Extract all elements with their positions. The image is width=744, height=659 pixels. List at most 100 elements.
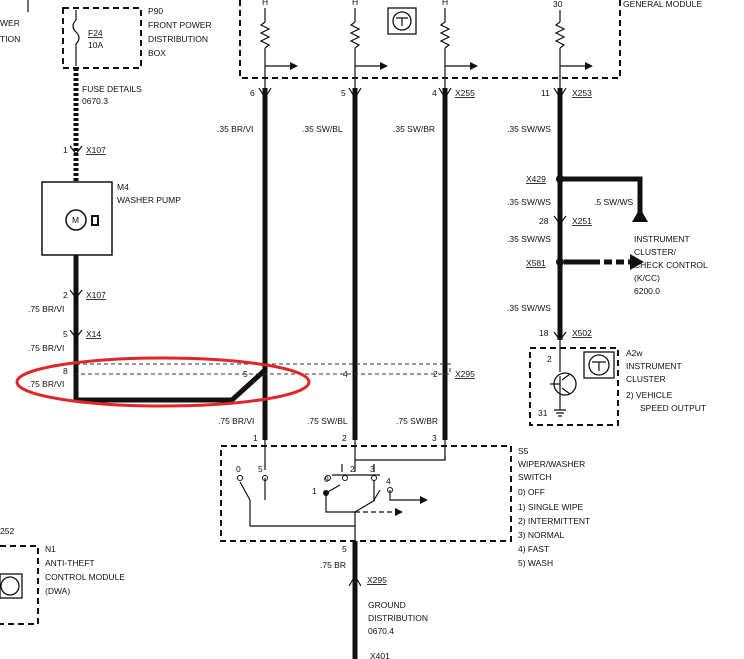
wire-label-35-swbl: .35 SW/BL bbox=[302, 124, 343, 134]
fuse-ref-label: 0670.3 bbox=[82, 96, 108, 106]
x502-connector: X502 bbox=[572, 328, 592, 338]
fuse-details-label: FUSE DETAILS bbox=[82, 84, 142, 94]
switch-pin-3: 3 bbox=[432, 433, 437, 443]
s5-option-1: 1) SINGLE WIPE bbox=[518, 502, 584, 512]
pin-5-bottom: 5 bbox=[342, 544, 347, 554]
s5-option-0: 0) OFF bbox=[518, 487, 545, 497]
wires-main bbox=[258, 87, 567, 440]
x14-connector: X14 bbox=[86, 329, 101, 339]
pin-8: 8 bbox=[63, 366, 68, 376]
pin-18: 18 bbox=[539, 328, 549, 338]
a2w-label-1: INSTRUMENT bbox=[626, 361, 682, 371]
x581-connector: X581 bbox=[526, 258, 546, 268]
wire-label-35-swws-2: .35 SW/WS bbox=[507, 197, 551, 207]
pin-28: 28 bbox=[539, 216, 549, 226]
x251-connector: X251 bbox=[572, 216, 592, 226]
a2w-label: A2w bbox=[626, 348, 643, 358]
pin-2-x107: 2 bbox=[63, 290, 68, 300]
x295-bottom-connector: X295 bbox=[367, 575, 387, 585]
pin-h1: H bbox=[262, 0, 268, 7]
m4-label: M4 bbox=[117, 182, 129, 192]
ground-label-3: 0670.4 bbox=[368, 626, 394, 636]
a2w-cluster-box bbox=[529, 340, 619, 426]
washer-pump-label: WASHER PUMP bbox=[117, 195, 181, 205]
n1-label: N1 bbox=[45, 544, 56, 554]
instrument-cluster-label-3: CHECK CONTROL bbox=[634, 260, 708, 270]
s5-title-1: WIPER/WASHER bbox=[518, 459, 585, 469]
top-left-fragment-2: TION bbox=[0, 34, 20, 44]
ground-label-2: DISTRIBUTION bbox=[368, 613, 428, 623]
switch-pos-3: 3 bbox=[370, 464, 375, 474]
wire-label-75-br: .75 BR bbox=[320, 560, 346, 570]
ground-wire bbox=[348, 541, 362, 659]
general-module-internals bbox=[259, 7, 593, 90]
x255-connector: X255 bbox=[455, 88, 475, 98]
front-power-label: FRONT POWER bbox=[148, 20, 212, 30]
wire-label-75-swbl: .75 SW/BL bbox=[307, 416, 348, 426]
washer-pump-m4 bbox=[41, 181, 113, 256]
left-wire bbox=[69, 68, 267, 403]
pin-2-mid: 2 bbox=[433, 369, 438, 379]
pin-6: 6 bbox=[250, 88, 255, 98]
pin-4-top: 4 bbox=[432, 88, 437, 98]
pin-30: 30 bbox=[553, 0, 563, 9]
partial-label-252: 252 bbox=[0, 526, 14, 536]
s5-option-5: 5) WASH bbox=[518, 558, 553, 568]
x107-bottom-connector: X107 bbox=[86, 290, 106, 300]
switch-pos-2: 2 bbox=[350, 464, 355, 474]
a2w-label-4: SPEED OUTPUT bbox=[640, 403, 706, 413]
wire-label-75-swbr: .75 SW/BR bbox=[396, 416, 438, 426]
wire-label-35-swbr: .35 SW/BR bbox=[393, 124, 435, 134]
x429-connector: X429 bbox=[526, 174, 546, 184]
wire-label-35-brvi: .35 BR/VI bbox=[217, 124, 253, 134]
box-label: BOX bbox=[148, 48, 166, 58]
n1-title-2: CONTROL MODULE bbox=[45, 572, 125, 582]
pin-h3: H bbox=[442, 0, 448, 7]
wire-label-35-swws-4: .35 SW/WS bbox=[507, 303, 551, 313]
distribution-label: DISTRIBUTION bbox=[148, 34, 208, 44]
switch-pos-1: 1 bbox=[312, 486, 317, 496]
instrument-cluster-label-1: INSTRUMENT bbox=[634, 234, 690, 244]
ground-label-1: GROUND bbox=[368, 600, 406, 610]
x107-top-connector: X107 bbox=[86, 145, 106, 155]
wire-label-35-swws-3: .35 SW/WS bbox=[507, 234, 551, 244]
instrument-cluster-label-4: (K/CC) bbox=[634, 273, 660, 283]
highlight-ellipse bbox=[15, 356, 311, 408]
s5-switch-box bbox=[220, 440, 512, 542]
s5-label: S5 bbox=[518, 446, 529, 456]
a2w-label-3: 2) VEHICLE bbox=[626, 390, 673, 400]
switch-pin-1: 1 bbox=[253, 433, 258, 443]
pin-4-mid: 4 bbox=[343, 369, 348, 379]
a2w-pin-31: 31 bbox=[538, 408, 548, 418]
wire-label-5-swws: .5 SW/WS bbox=[594, 197, 634, 207]
f24-label: F24 bbox=[88, 28, 103, 38]
wire-label-75-brvi-1: .75 BR/VI bbox=[28, 304, 64, 314]
motor-m-label: M bbox=[72, 215, 79, 225]
switch-pin-2: 2 bbox=[342, 433, 347, 443]
s5-title-2: SWITCH bbox=[518, 472, 552, 482]
n1-title-3: (DWA) bbox=[45, 586, 70, 596]
fuse-box-p90 bbox=[62, 7, 142, 69]
x295-mid-connector: X295 bbox=[455, 369, 475, 379]
p90-label: P90 bbox=[148, 6, 163, 16]
n1-title-1: ANTI-THEFT bbox=[45, 558, 95, 568]
top-left-fragment-1: WER bbox=[0, 18, 20, 28]
general-module-label: GENERAL MODULE bbox=[623, 0, 702, 9]
s5-option-3: 3) NORMAL bbox=[518, 530, 565, 540]
s5-option-2: 2) INTERMITTENT bbox=[518, 516, 590, 526]
x253-connector: X253 bbox=[572, 88, 592, 98]
switch-pos-0b: 0 bbox=[324, 474, 329, 484]
wire-label-75-brvi-2: .75 BR/VI bbox=[28, 343, 64, 353]
wire-label-35-swws-1: .35 SW/WS bbox=[507, 124, 551, 134]
wire-label-75-brvi-3: .75 BR/VI bbox=[28, 379, 64, 389]
s5-option-4: 4) FAST bbox=[518, 544, 549, 554]
pin-1-x107: 1 bbox=[63, 145, 68, 155]
instrument-cluster-label-2: CLUSTER/ bbox=[634, 247, 677, 257]
wire-label-75-brvi-4: .75 BR/VI bbox=[218, 416, 254, 426]
switch-pos-4: 4 bbox=[386, 476, 391, 486]
check-control-wiring bbox=[553, 175, 648, 270]
f24-amp-label: 10A bbox=[88, 40, 103, 50]
a2w-label-2: CLUSTER bbox=[626, 374, 666, 384]
